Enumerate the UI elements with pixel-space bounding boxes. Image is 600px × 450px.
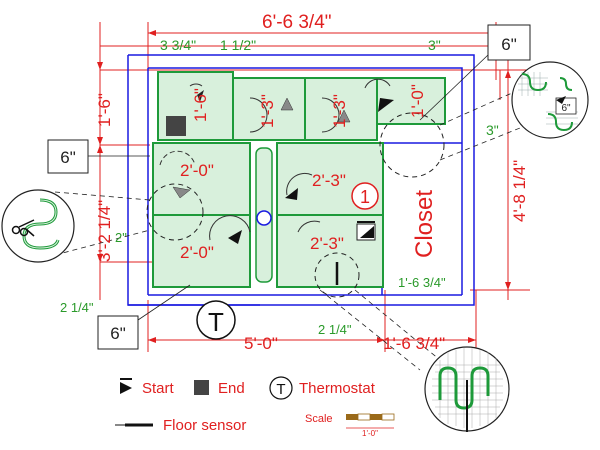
legend-thermostat: T Thermostat — [269, 376, 376, 400]
pad-label-8: 2'-3" — [310, 234, 344, 253]
pad-3 — [304, 77, 378, 141]
legend-end: End — [194, 380, 245, 397]
dim-left-small: 2" — [115, 230, 127, 245]
svg-text:1'-0": 1'-0" — [362, 429, 378, 438]
svg-text:Floor sensor: Floor sensor — [163, 417, 246, 434]
svg-text:Scale: Scale — [305, 413, 333, 425]
callout-bottom: 6" — [97, 284, 191, 350]
direction-arrows — [172, 90, 394, 244]
svg-text:T: T — [208, 307, 224, 337]
arrow-p5 — [172, 186, 191, 199]
pad-label-5: 2'-0" — [180, 161, 214, 180]
dim-closet-width: 1'-6 3/4" — [398, 275, 446, 290]
dim-top-gap: 1 1/2" — [220, 37, 256, 53]
thermostat-icon: T — [196, 300, 236, 340]
svg-text:End: End — [218, 380, 245, 397]
dim-left-offset: 3 3/4" — [160, 37, 196, 53]
zone-number: 1 — [360, 187, 370, 207]
dim-right-mid: 3" — [486, 122, 499, 138]
dim-overall-width: 6'-6 3/4" — [262, 12, 332, 33]
callout-left: 6" — [47, 139, 150, 174]
detail-left — [1, 189, 75, 263]
dim-left-bottom: 3'-2 1/4" — [95, 200, 114, 262]
svg-text:6": 6" — [110, 324, 126, 343]
arrow-p6 — [228, 230, 242, 244]
pad-label-7: 2'-3" — [312, 171, 346, 190]
svg-text:Thermostat: Thermostat — [299, 380, 376, 397]
detail-bottom — [424, 346, 510, 432]
end-marker-icon — [166, 116, 186, 136]
pad-label-3: 1'-3" — [330, 94, 349, 128]
scissors-icon — [11, 219, 35, 237]
dim-bottom-closet: 1'-6 3/4" — [383, 334, 445, 353]
legend: Start End T Thermostat Floor sensor Scal… — [115, 376, 395, 438]
legend-scale: Scale 1'-0" — [305, 413, 395, 438]
callout-top-right: 6" — [419, 24, 531, 121]
dim-bottom-width: 5'-0" — [244, 334, 278, 353]
svg-text:T: T — [276, 381, 285, 398]
arrow-p4 — [378, 98, 394, 112]
svg-text:6": 6" — [501, 35, 517, 54]
detail-circles — [146, 112, 445, 298]
zone-number-badge — [351, 182, 379, 210]
pad-label-4: 1'-0" — [408, 84, 427, 118]
dim-bottom-left: 2 1/4" — [60, 300, 94, 315]
svg-text:Start: Start — [142, 380, 175, 397]
svg-text:6": 6" — [60, 148, 76, 167]
legend-floor-sensor: Floor sensor — [115, 417, 246, 434]
pad-label-2: 1'-3" — [258, 94, 277, 128]
detail-top-right: 6" — [511, 61, 589, 139]
drain-circle — [256, 210, 272, 226]
pad-label-1: 1'-6" — [191, 88, 210, 122]
dim-bottom-mid: 2 1/4" — [318, 322, 352, 337]
dim-left-top: 1'-6" — [95, 93, 114, 127]
dim-right-top: 3" — [428, 37, 441, 53]
arrow-p1 — [197, 90, 204, 102]
start-marker-icon — [356, 221, 376, 241]
pad-label-6: 2'-0" — [180, 243, 214, 262]
dim-right-height: 4'-8 1/4" — [510, 160, 529, 222]
arrow-p7 — [285, 188, 298, 200]
pad-6 — [152, 214, 251, 288]
arrow-p3 — [337, 109, 351, 123]
legend-start: Start — [120, 378, 175, 397]
flow-arcs — [159, 78, 391, 241]
closet-label: Closet — [411, 190, 438, 258]
arrow-p2 — [280, 97, 294, 111]
svg-text:6": 6" — [561, 103, 571, 114]
